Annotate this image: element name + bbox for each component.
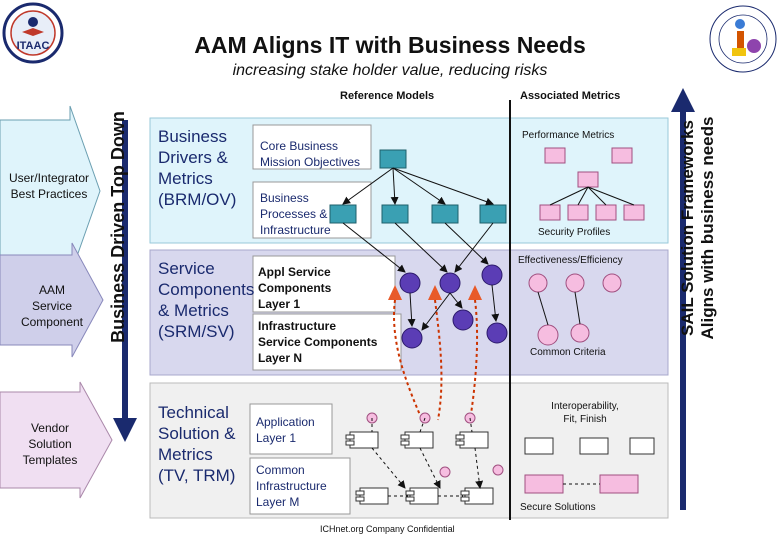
solution-templates-arrow — [0, 381, 113, 499]
service-node-1 — [399, 272, 421, 294]
page-subtitle: increasing stake holder value, reducing … — [232, 62, 548, 79]
itaac-logo-text: ITAAC — [17, 40, 50, 52]
associated-metrics-header: Associated Metrics — [520, 90, 621, 102]
core-business-node — [379, 149, 407, 169]
effectiveness-label: Effectiveness/Efficiency — [518, 255, 623, 266]
page-title: AAM Aligns IT with Business Needs — [194, 32, 586, 58]
infra-service-box — [252, 313, 402, 371]
itaac-logo: ITAAC — [2, 2, 64, 64]
interoperability-label: Interoperability,Fit, Finish — [551, 401, 619, 425]
business-driven-label: Business Driven Top Down — [108, 111, 128, 343]
process-node-4 — [479, 204, 507, 224]
service-node-5 — [452, 309, 474, 331]
service-node-3 — [481, 264, 503, 286]
common-infra-box — [249, 457, 351, 515]
sail-frameworks-label: SAIL Solution Frameworks Aligns with bus… — [678, 116, 717, 340]
service-node-6 — [486, 322, 508, 344]
appl-service-box — [252, 255, 396, 313]
process-node-2 — [381, 204, 409, 224]
interoperability-seal-logo — [709, 5, 777, 73]
top-down-arrow-head — [113, 418, 137, 442]
service-band — [149, 249, 669, 376]
service-node-4 — [401, 327, 423, 349]
reference-models-header: Reference Models — [340, 90, 435, 102]
bottom-up-arrow-head — [671, 88, 695, 112]
security-profiles-label: Security Profiles — [538, 227, 611, 238]
common-criteria-label: Common Criteria — [530, 347, 606, 358]
process-node-1 — [329, 204, 357, 224]
confidential-footer: ICHnet.org Company Confidential — [320, 524, 455, 534]
performance-metrics-label: Performance Metrics — [522, 130, 615, 141]
tech-components — [345, 431, 494, 505]
core-business-box — [252, 124, 372, 170]
process-node-3 — [431, 204, 459, 224]
service-component-arrow — [0, 242, 104, 358]
application-layer-box — [249, 403, 333, 455]
service-node-2 — [439, 272, 461, 294]
secure-solutions-label: Secure Solutions — [520, 502, 596, 513]
